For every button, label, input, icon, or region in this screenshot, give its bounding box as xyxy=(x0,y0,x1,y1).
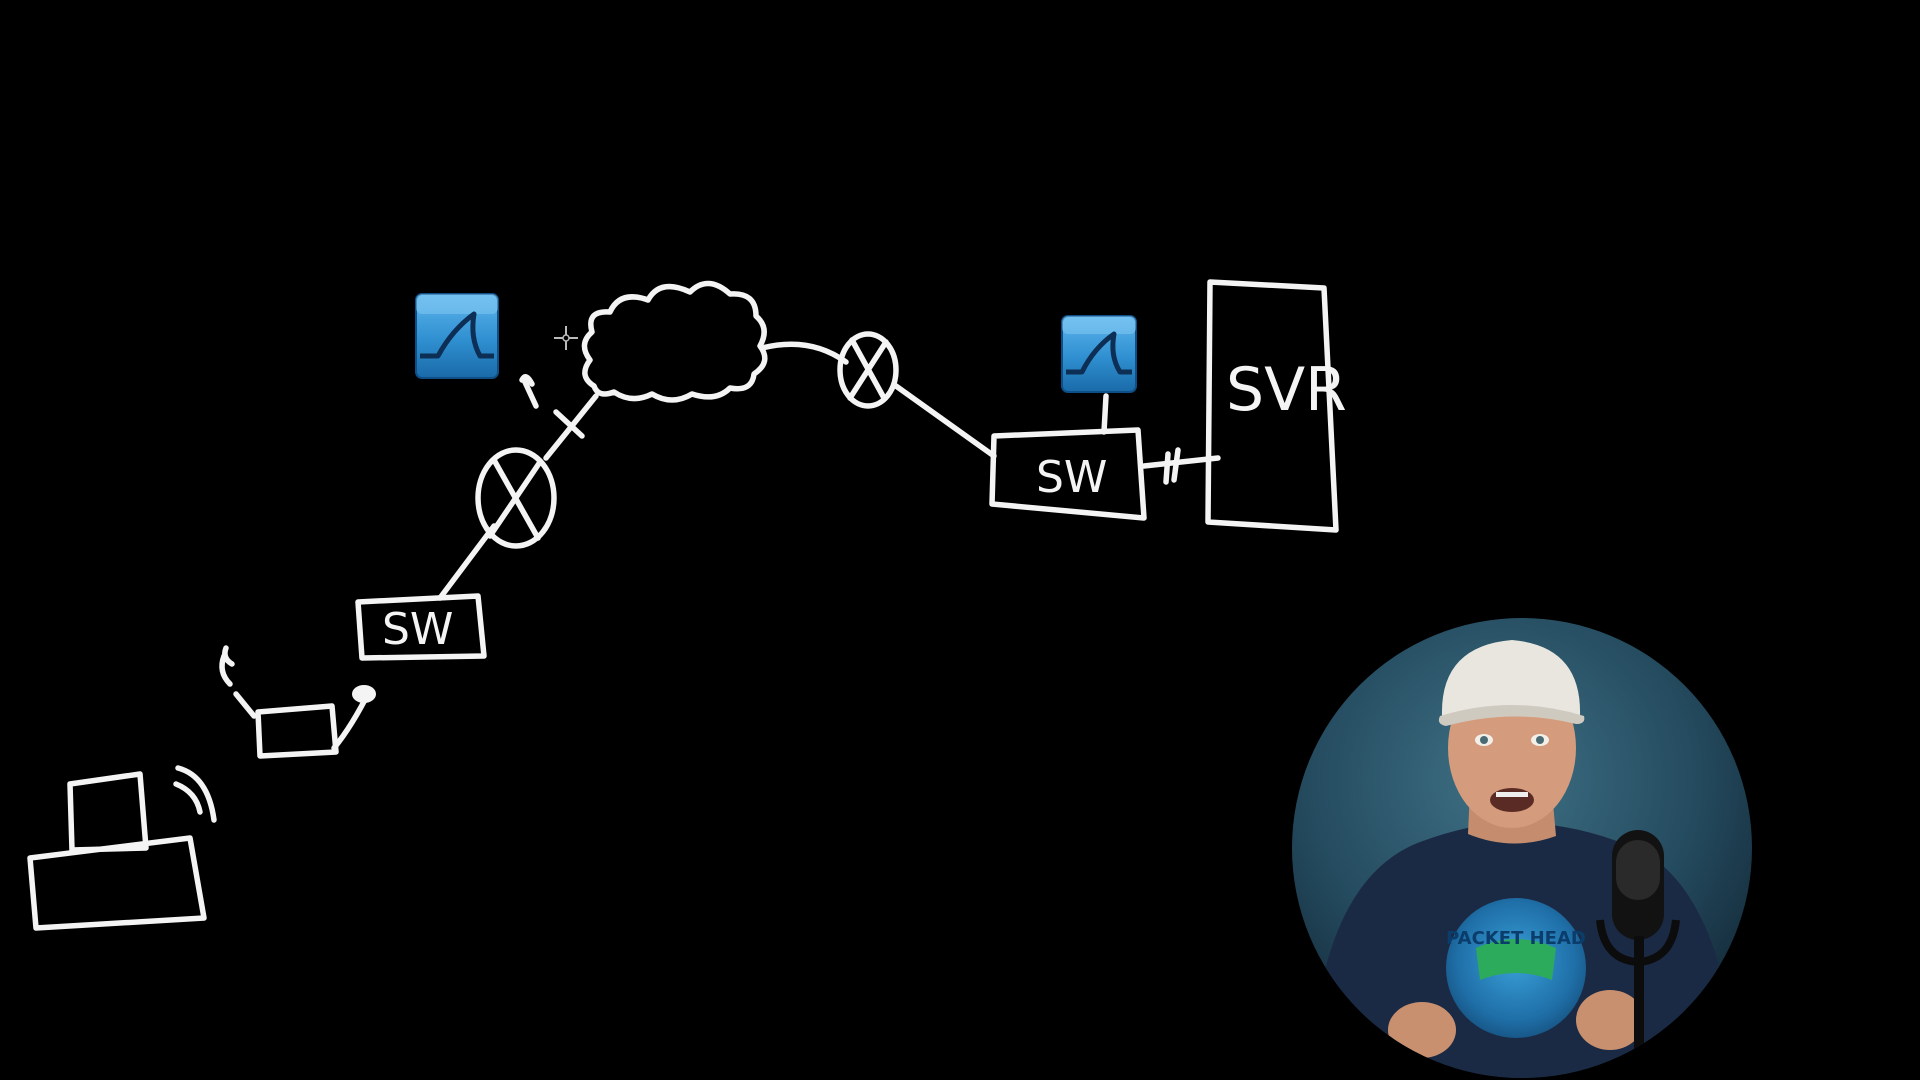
link-switch-to-server xyxy=(1141,455,1221,469)
laptop-wifi-icon xyxy=(173,765,217,823)
laptop-base xyxy=(27,835,207,931)
server: SVR xyxy=(1205,279,1347,533)
server-label: SVR xyxy=(1226,355,1347,425)
router-left-icon xyxy=(475,447,557,549)
presenter-cap xyxy=(1441,640,1581,716)
wireshark-left-icon xyxy=(415,293,499,379)
access-point-icon xyxy=(219,645,339,759)
internet-cloud-icon xyxy=(581,280,768,403)
tap-marker-left xyxy=(553,409,585,439)
presenter-webcam: PACKET HEAD xyxy=(1292,618,1752,1078)
switch-right-label: SW xyxy=(1036,452,1107,503)
router-right-icon xyxy=(837,331,899,409)
tap-branch-left xyxy=(519,374,539,409)
link-switch-to-router xyxy=(437,523,497,601)
wireshark-right-icon xyxy=(1061,315,1137,393)
tap-marker-right xyxy=(1163,447,1181,485)
link-cloud-to-router xyxy=(759,341,849,365)
link-router-to-switch xyxy=(893,383,997,459)
switch-right: SW xyxy=(989,427,1147,521)
pen-cursor-icon xyxy=(554,326,578,350)
switch-left-label: SW xyxy=(382,604,453,655)
switch-left: SW xyxy=(355,593,487,661)
laptop-screen xyxy=(67,771,149,853)
microphone-icon xyxy=(1596,830,1680,1056)
link-tap-dot xyxy=(352,685,376,703)
link-wireshark-to-switch xyxy=(1101,393,1109,435)
laptop-icon xyxy=(27,771,207,931)
shirt-logo-text: PACKET HEAD xyxy=(1446,928,1586,949)
